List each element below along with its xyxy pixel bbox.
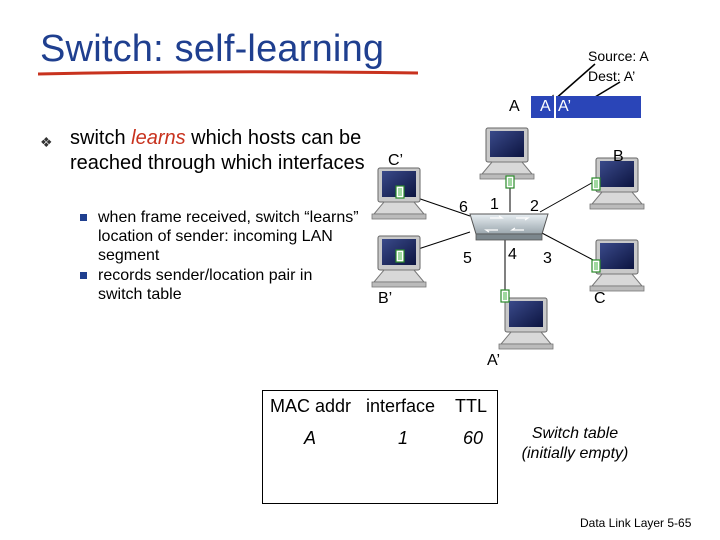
frame-packet (531, 96, 641, 118)
table-caption: Switch table (initially empty) (521, 425, 629, 462)
bullet-emphasis: learns (131, 127, 186, 149)
host-label-b-prime: B’ (378, 290, 393, 307)
table-header-interface: interface (366, 396, 436, 416)
switch[interactable] (469, 213, 549, 241)
title-underline (38, 70, 418, 76)
table-header-ttl: TTL (455, 396, 488, 416)
port-label-4: 4 (508, 246, 517, 263)
port-label-2: 2 (530, 198, 539, 215)
square-bullet-icon (80, 272, 87, 279)
slide-title: Switch: self-learning (40, 28, 385, 70)
host-label-b: B (613, 148, 624, 165)
dest-label: Dest: A’ (588, 68, 636, 84)
table-cell-mac: A (304, 428, 317, 448)
bullet-pre: switch (70, 127, 132, 149)
bullet-post: which hosts can be reached through which… (70, 127, 365, 174)
port-label-6: 6 (459, 199, 468, 216)
sub-bullet-text: records sender/location pair in switch t… (98, 267, 313, 303)
port-label-5: 5 (463, 250, 472, 267)
main-bullet: switch learns which hosts can be reached… (70, 126, 370, 176)
source-label: Source: A (588, 48, 649, 64)
sender-label: A (509, 98, 520, 115)
switch-table (262, 390, 498, 504)
table-cell-ttl: 60 (463, 428, 484, 448)
frame-dest-field: A’ (558, 98, 572, 115)
host-a-prime[interactable] (498, 297, 554, 350)
sub-bullet-text: when frame received, switch “learns” loc… (98, 209, 359, 264)
table-cell-interface: 1 (398, 428, 409, 448)
port-label-3: 3 (543, 250, 552, 267)
port-label-1: 1 (490, 196, 499, 213)
host-label-a-prime: A’ (487, 352, 501, 369)
host-label-c-prime: C’ (388, 152, 404, 169)
table-header-mac: MAC addr (270, 396, 352, 416)
diamond-bullet-icon: ❖ (40, 134, 53, 150)
sub-bullet-list: when frame received, switch “learns” loc… (80, 208, 360, 305)
square-bullet-icon (80, 214, 87, 221)
slide-footer: Data Link Layer 5-65 (580, 516, 692, 530)
frame-address-note: Source: A Dest: A’ (588, 46, 649, 86)
host-a[interactable] (479, 127, 535, 180)
frame-divider (554, 96, 556, 118)
host-label-c: C (594, 290, 606, 307)
frame-source-field: A (540, 98, 551, 115)
sub-bullet-item: records sender/location pair in switch t… (80, 266, 360, 304)
sub-bullet-item: when frame received, switch “learns” loc… (80, 208, 360, 265)
